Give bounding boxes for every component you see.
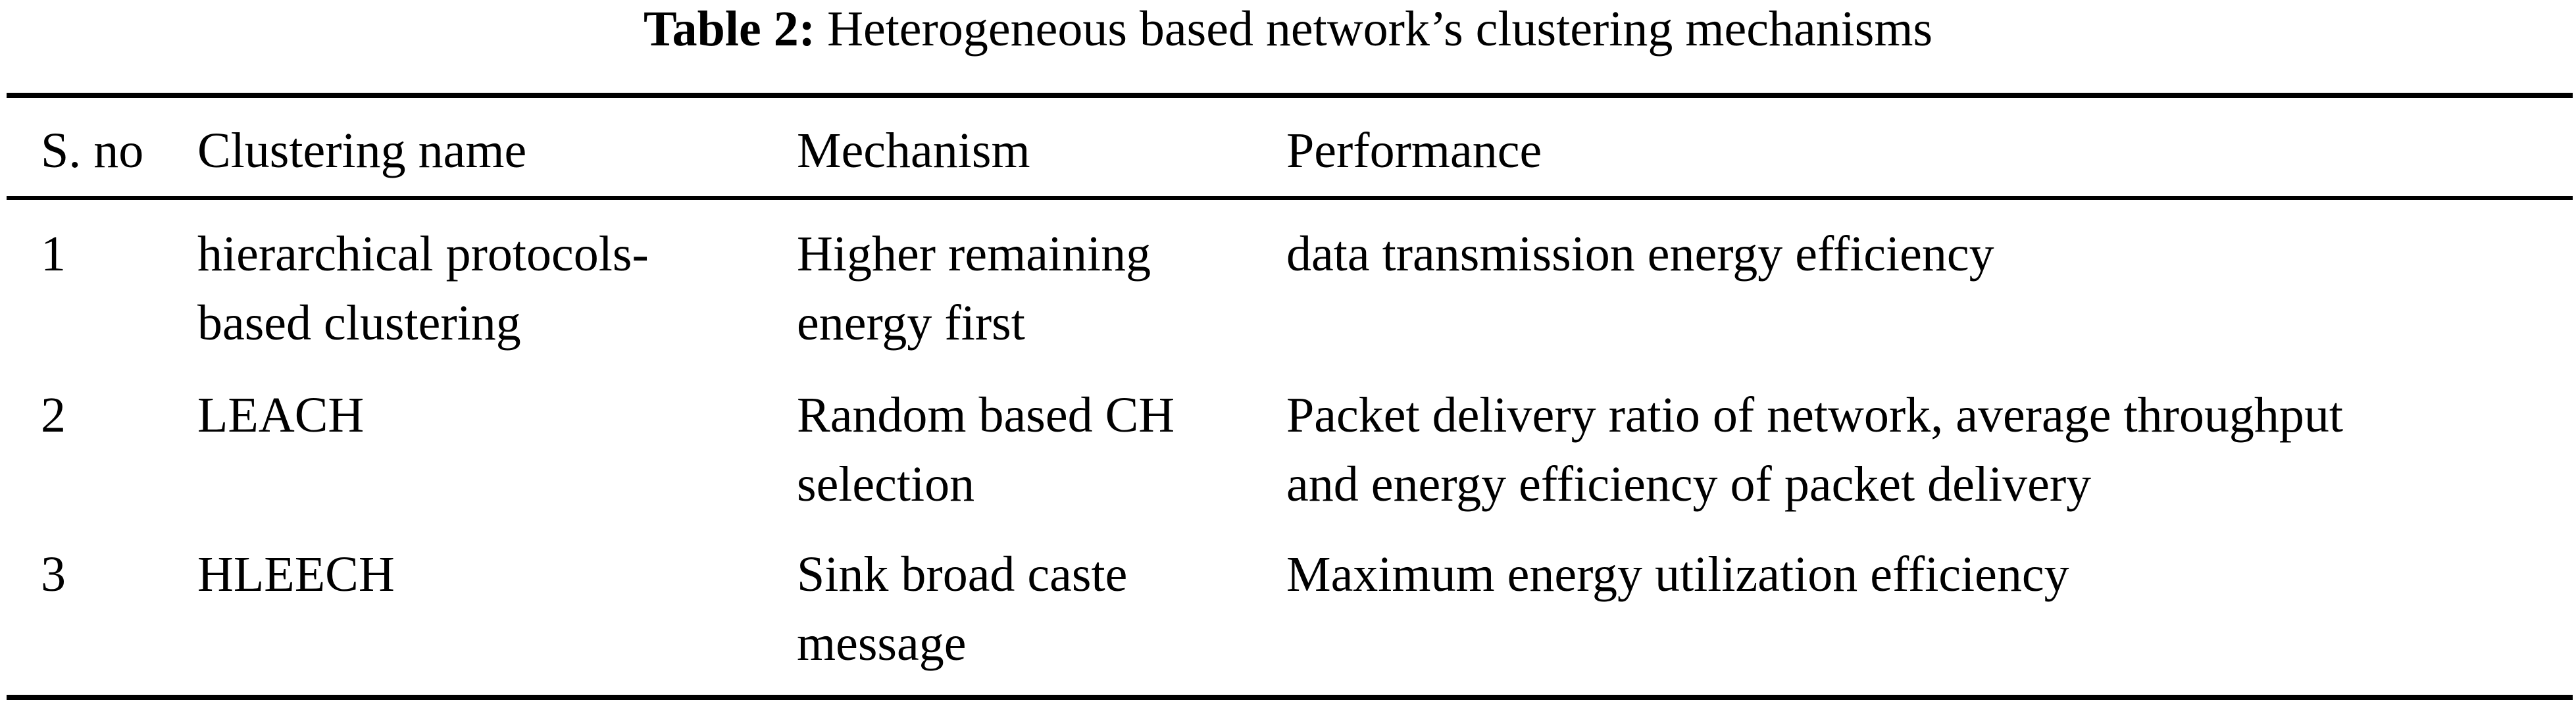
- bottom-rule: [7, 695, 2573, 700]
- cell-clustering-name: HLEECH: [197, 547, 395, 602]
- header-clustering-name: Clustering name: [197, 123, 527, 178]
- header-rule: [7, 196, 2573, 200]
- cell-performance: data transmission energy efficiency: [1286, 226, 1994, 282]
- header-sno: S. no: [41, 123, 144, 178]
- cell-sno: 2: [41, 388, 66, 443]
- table-caption: Table 2:Heterogeneous based network’s cl…: [0, 4, 2576, 54]
- table-label: Table 2:: [643, 1, 816, 57]
- cell-mechanism: Sink broad caste message: [797, 547, 1128, 671]
- top-rule: [7, 93, 2573, 98]
- cell-performance: Packet delivery ratio of network, averag…: [1286, 388, 2343, 512]
- cell-sno: 3: [41, 547, 66, 602]
- cell-sno: 1: [41, 226, 66, 282]
- header-performance: Performance: [1286, 123, 1542, 178]
- cell-mechanism: Random based CH selection: [797, 388, 1175, 512]
- header-mechanism: Mechanism: [797, 123, 1030, 178]
- cell-mechanism: Higher remaining energy first: [797, 226, 1151, 351]
- cell-performance: Maximum energy utilization efficiency: [1286, 547, 2069, 602]
- cell-clustering-name: hierarchical protocols- based clustering: [197, 226, 649, 351]
- cell-clustering-name: LEACH: [197, 388, 365, 443]
- table-title: Heterogeneous based network’s clustering…: [827, 1, 1933, 57]
